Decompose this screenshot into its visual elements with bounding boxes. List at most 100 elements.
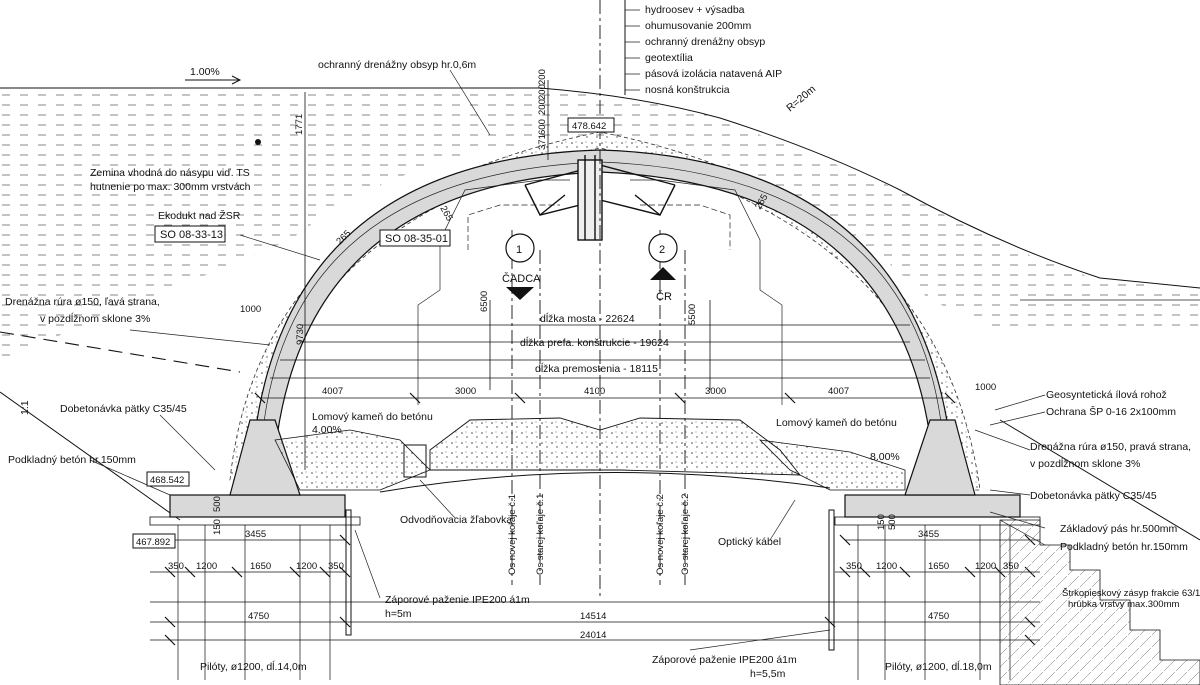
dim-3455-right: 3455 (918, 529, 939, 540)
dim-1200-b: 1200 (296, 561, 317, 572)
axis-new-1: Os novej koľaje č.1 (507, 494, 518, 575)
soil-embankment (0, 88, 1200, 360)
foundation-left (169, 494, 346, 518)
gravel-note-2: hrúbka vrstvy max.300mm (1068, 599, 1179, 610)
v-200a: 200 (537, 84, 548, 100)
slope-1-1: 1:1 (19, 400, 31, 415)
so2-box (379, 229, 451, 247)
dim-350-d: 350 (1003, 561, 1019, 572)
rubble-right: Lomový kameň do betónu (776, 417, 897, 429)
dimension-lines (150, 324, 1040, 641)
elev-468-box (146, 471, 190, 487)
track-2-marker (648, 233, 678, 263)
dim-4007-left: 4007 (322, 386, 343, 397)
dim-1200-c: 1200 (876, 561, 897, 572)
footing-right (904, 419, 976, 496)
layers-ticks (625, 9, 640, 91)
dim-4007-right: 4007 (828, 386, 849, 397)
sheet-left-2: h=5m (385, 608, 412, 620)
layer-3: ochranný drenážny obsyp (645, 36, 765, 48)
elev-468: 468.542 (150, 475, 184, 486)
pile-lines (177, 525, 1011, 680)
gravel-note-1: Štrkopieskový zásyp frakcie 63/125 (1062, 588, 1200, 599)
v-371: 371 (537, 134, 548, 150)
dim-3000-right: 3000 (705, 386, 726, 397)
dim-3000-left: 3000 (455, 386, 476, 397)
slope-arrow-top (185, 75, 242, 85)
bedding-left: Dobetonávka pätky C35/45 (60, 403, 187, 415)
dim-1200-a: 1200 (196, 561, 217, 572)
slope-1-1-line (0, 391, 181, 521)
track-axes (511, 0, 686, 600)
v-265-left: 265 (437, 204, 454, 223)
dim-1200-d: 1200 (975, 561, 996, 572)
gutter-label: Odvodňovacia žľabovka (400, 514, 512, 526)
right-slope-line (999, 419, 1200, 541)
track-2-number: 2 (659, 244, 665, 256)
track-2-arrow (650, 267, 676, 280)
v-6500: 6500 (479, 291, 490, 312)
v-9730: 9730 (295, 324, 306, 345)
sheet-right-1: Záporové paženie IPE200 á1m (652, 654, 797, 666)
foundation-right (844, 494, 1021, 518)
slope-4: 4.00% (312, 424, 342, 436)
soil-dot (255, 139, 261, 145)
radius-label: R=20m (784, 83, 818, 114)
elev-467: 467.892 (136, 537, 170, 548)
axis-old-2: Os starej koľaje č.2 (680, 494, 691, 575)
v-5500: 5500 (687, 304, 698, 325)
v-150-left: 150 (212, 519, 223, 535)
len-prefab: dĺžka prefa. konštrukcie - 19624 (520, 336, 669, 349)
axis-old-1: Os starej koľaje č.1 (535, 494, 546, 575)
dim-1650-b: 1650 (928, 561, 949, 572)
piles-left: Pilóty, ø1200, dĺ.14,0m (200, 660, 307, 673)
drain-right-2: v pozdĺžnom sklone 3% (1030, 457, 1140, 470)
rubble-left (274, 429, 431, 491)
slope-top: 1.00% (190, 66, 220, 78)
piles-right: Pilóty, ø1200, dĺ.18,0m (885, 660, 992, 673)
lean-right: Podkladný betón hr.150mm (1060, 541, 1188, 553)
v-200c: 200 (537, 99, 548, 115)
track-1-marker (505, 233, 535, 263)
layer-2: ohumusovanie 200mm (645, 20, 751, 32)
track-2-direction: ČR (656, 290, 672, 303)
dim-24014: 24014 (580, 630, 606, 641)
elev-top-box (567, 117, 615, 133)
v-500-right: 500 (887, 514, 898, 530)
drain-left-2: v pozdĺžnom sklone 3% (40, 312, 150, 325)
layer-4: geotextília (645, 52, 693, 64)
axis-new-2: Os novej koľaje č.2 (655, 494, 666, 575)
dim-350-b: 350 (328, 561, 344, 572)
footing-left (229, 419, 301, 496)
dim-350-a: 350 (168, 561, 184, 572)
len-bridge: dĺžka mosta - 22624 (540, 312, 635, 325)
terrain-dashed-line (0, 331, 241, 373)
drain-gutter (403, 444, 427, 478)
drain-left-1: Drenážna rúra ø150, ľavá strana, (5, 296, 160, 308)
slope-8: 8.00% (870, 451, 900, 463)
rubble-left: Lomový kameň do betónu (312, 411, 433, 423)
dim-1000-left: 1000 (240, 304, 261, 315)
track-ballast (429, 417, 801, 476)
so1-label: SO 08-33-13 (160, 229, 223, 241)
sheet-right-2: h=5,5m (750, 668, 786, 680)
track-1-arrow (506, 287, 534, 300)
sheet-pile-left (345, 509, 352, 636)
strip-label: Základový pás hr.500mm (1060, 523, 1178, 535)
so2-label: SO 08-35-01 (385, 233, 448, 245)
dim-4750-left: 4750 (248, 611, 269, 622)
clearance-inner (467, 204, 731, 250)
dim-1650-a: 1650 (250, 561, 271, 572)
lean-left: Podkladný betón hr.150mm (8, 454, 136, 466)
sheet-pile-right (828, 509, 835, 651)
v-1771: 1771 (294, 114, 305, 135)
dim-4100: 4100 (584, 386, 605, 397)
soil-note-1: Zemina vhodná do násypu viď. TS (90, 167, 250, 179)
bedding-right: Dobetonávka pätky C35/45 (1030, 490, 1157, 502)
lean-concrete-left (149, 516, 361, 526)
geo-mat: Geosyntetická ílová rohož (1046, 389, 1167, 401)
len-span: dĺžka premostenia - 18115 (535, 362, 658, 375)
elev-top: 478.642 (572, 121, 606, 132)
so1-box (154, 225, 226, 243)
layer-6: nosná konštrukcia (645, 84, 730, 96)
